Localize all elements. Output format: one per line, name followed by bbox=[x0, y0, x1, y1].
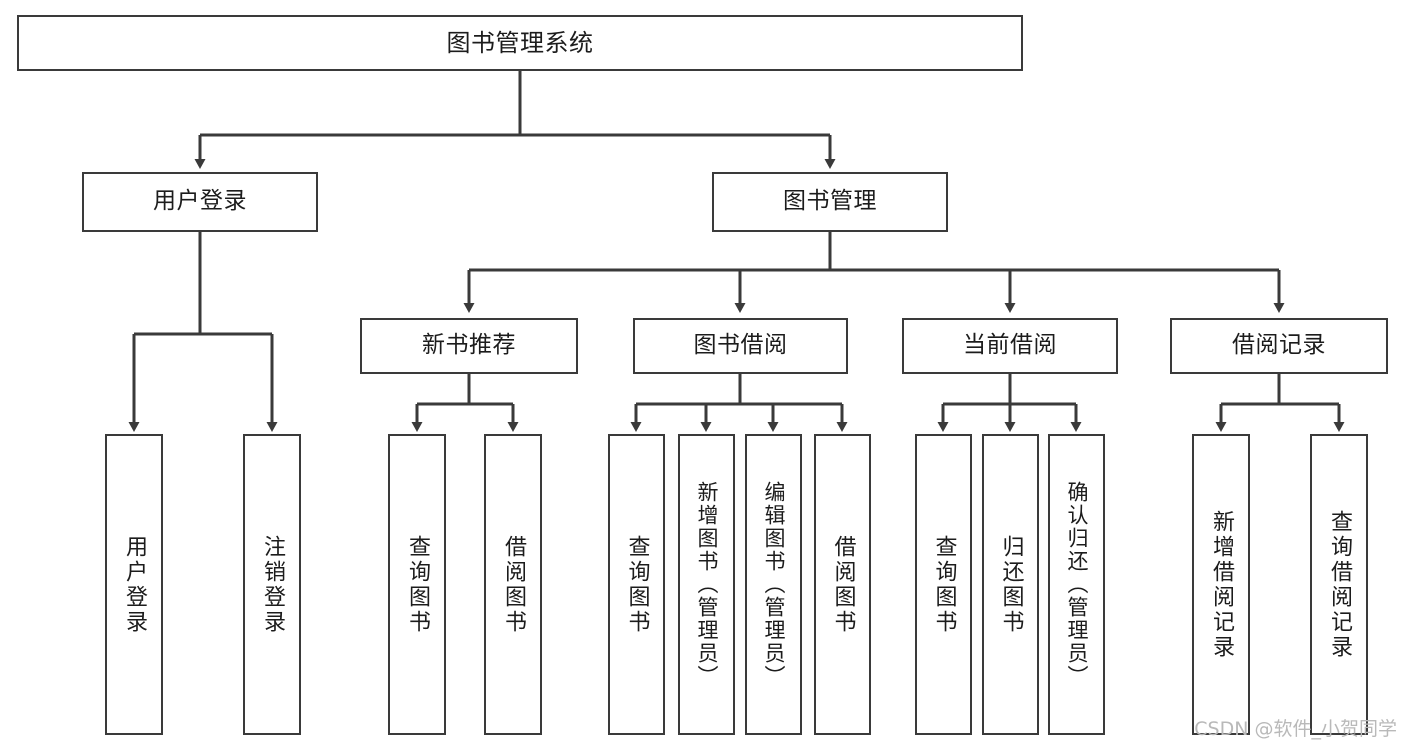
leaf-borrow-record-add-record[interactable]: 新增借阅记录 bbox=[1192, 434, 1250, 735]
csdn-watermark: CSDN @软件_小贺同学 bbox=[1194, 718, 1397, 740]
leaf-current-borrow-query-book[interactable]: 查询图书 bbox=[915, 434, 972, 735]
node-new-book-recommend[interactable]: 新书推荐 bbox=[360, 318, 578, 374]
node-book-borrow[interactable]: 图书借阅 bbox=[633, 318, 848, 374]
leaf-current-borrow-return-book[interactable]: 归还图书 bbox=[982, 434, 1039, 735]
leaf-borrow-record-query-record[interactable]: 查询借阅记录 bbox=[1310, 434, 1368, 735]
leaf-book-borrow-add-book-admin[interactable]: 新增图书（管理员） bbox=[678, 434, 735, 735]
node-current-borrow[interactable]: 当前借阅 bbox=[902, 318, 1118, 374]
node-borrow-record[interactable]: 借阅记录 bbox=[1170, 318, 1388, 374]
leaf-user-login-logout[interactable]: 注销登录 bbox=[243, 434, 301, 735]
node-root-book-management-system[interactable]: 图书管理系统 bbox=[17, 15, 1023, 71]
leaf-user-login-login[interactable]: 用户登录 bbox=[105, 434, 163, 735]
leaf-current-borrow-confirm-return-admin[interactable]: 确认归还（管理员） bbox=[1048, 434, 1105, 735]
leaf-new-book-borrow-book[interactable]: 借阅图书 bbox=[484, 434, 542, 735]
node-user-login[interactable]: 用户登录 bbox=[82, 172, 318, 232]
leaf-book-borrow-borrow-book[interactable]: 借阅图书 bbox=[814, 434, 871, 735]
leaf-book-borrow-query-book[interactable]: 查询图书 bbox=[608, 434, 665, 735]
leaf-book-borrow-edit-book-admin[interactable]: 编辑图书（管理员） bbox=[745, 434, 802, 735]
node-book-management[interactable]: 图书管理 bbox=[712, 172, 948, 232]
leaf-new-book-query-book[interactable]: 查询图书 bbox=[388, 434, 446, 735]
